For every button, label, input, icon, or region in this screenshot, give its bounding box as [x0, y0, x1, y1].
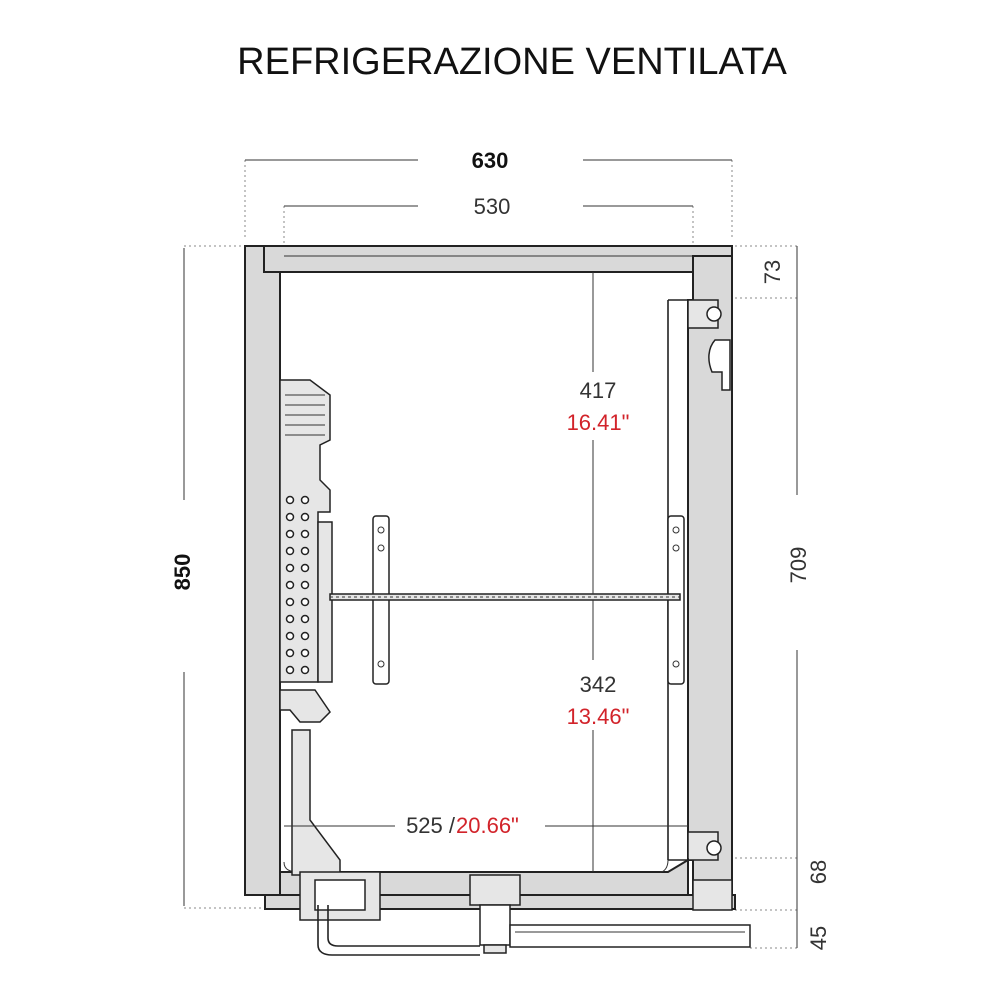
evaporator-assembly — [279, 379, 341, 876]
cabinet-body — [244, 245, 736, 911]
depth-in-label: 20.66" — [456, 813, 519, 838]
lower-compartment-mm: 342 — [580, 672, 617, 697]
inner-width-label: 530 — [474, 194, 511, 219]
bottom-mechanicals — [299, 871, 751, 956]
depth-mm-label: 525 / — [406, 813, 456, 838]
upper-compartment-in: 16.41" — [567, 410, 630, 435]
dimension-depth: 525 / 20.66" — [284, 813, 688, 838]
dimension-total-height: 850 — [170, 245, 265, 909]
dimension-outer-width: 630 — [244, 148, 733, 240]
top-offset-label: 73 — [760, 260, 785, 284]
upper-compartment-mm: 417 — [580, 378, 617, 403]
bottom-offset-label: 68 — [806, 860, 831, 884]
lower-compartment-in: 13.46" — [567, 704, 630, 729]
outer-width-label: 630 — [472, 148, 509, 173]
page-title: REFRIGERAZIONE VENTILATA — [237, 41, 787, 83]
dimension-inner-width: 530 — [283, 194, 694, 245]
wire-shelf — [329, 593, 681, 601]
dimension-compartments: 417 16.41" 342 13.46" — [567, 272, 630, 872]
foot-height-label: 45 — [806, 926, 831, 950]
door-height-label: 709 — [786, 547, 811, 584]
evaporator-perforations — [285, 495, 310, 675]
total-height-label: 850 — [170, 554, 195, 591]
dimension-right-stack: 73 709 68 45 — [735, 245, 831, 950]
